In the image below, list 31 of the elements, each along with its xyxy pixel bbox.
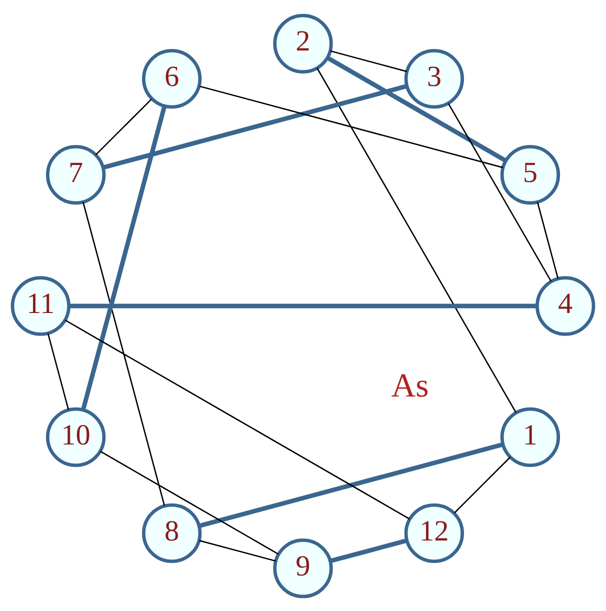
connector [102, 83, 408, 170]
connector [326, 55, 507, 162]
node-circle: 8 [142, 502, 202, 563]
connector [454, 456, 511, 513]
node-circle: 12 [404, 502, 464, 563]
connector [95, 98, 152, 155]
connector [199, 85, 504, 168]
node-circle: 7 [46, 144, 106, 204]
label: As [391, 367, 429, 404]
node-circle: 11 [10, 276, 70, 336]
node-circle: 1 [500, 406, 560, 467]
node-circle: 5 [500, 144, 560, 204]
node-circle: 2 [273, 13, 333, 73]
node-circle: 10 [46, 406, 106, 467]
node-circle: 6 [142, 48, 202, 108]
connector [82, 201, 166, 506]
connector [330, 50, 407, 72]
node-circle: 4 [536, 276, 596, 336]
connector [80, 105, 167, 410]
connector [330, 538, 408, 563]
connector [316, 67, 517, 412]
connector [198, 442, 504, 528]
connector [199, 539, 276, 562]
connector [448, 102, 552, 282]
connector [100, 450, 279, 554]
connector [47, 332, 70, 410]
node-circle: 3 [404, 48, 464, 108]
connector [68, 303, 537, 308]
node-circle: 9 [273, 538, 333, 598]
connector [64, 319, 410, 520]
connector [536, 202, 559, 278]
